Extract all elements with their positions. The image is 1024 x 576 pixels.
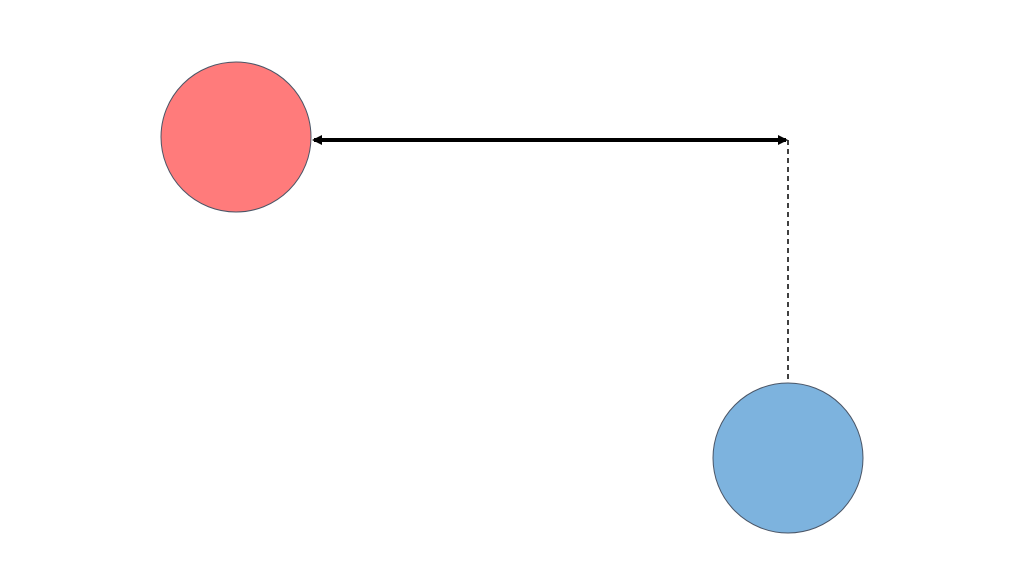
red-circle[interactable]	[160, 61, 312, 213]
blue-circle[interactable]	[712, 382, 864, 534]
